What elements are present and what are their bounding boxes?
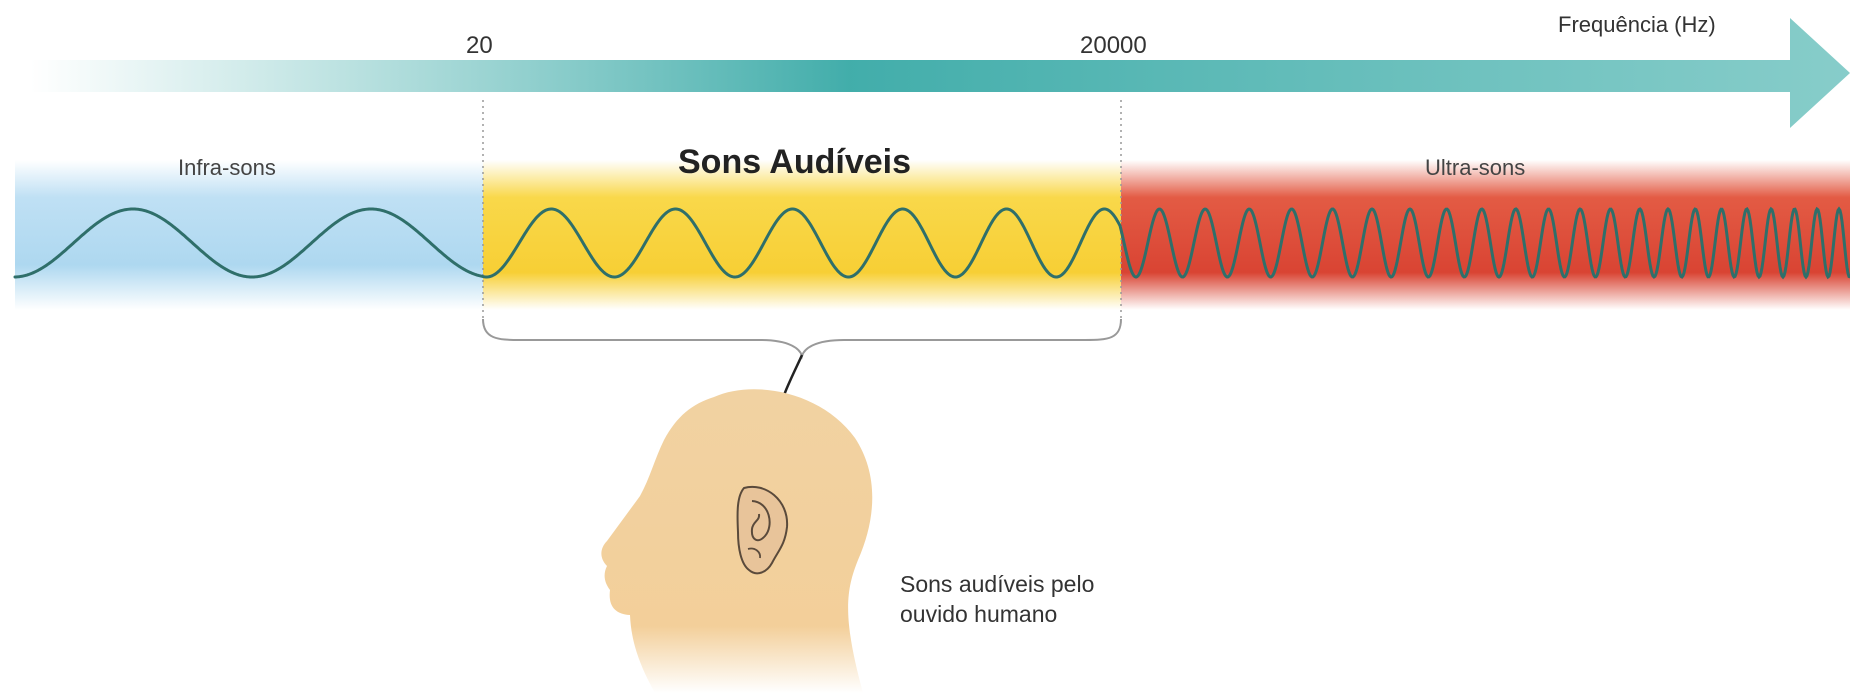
frequency-arrow — [30, 18, 1850, 128]
tick-label-20: 20 — [466, 32, 493, 59]
frequency-axis: Frequência (Hz) 20 20000 — [30, 12, 1850, 128]
audible-sound-band — [483, 160, 1121, 310]
infra-sound-band — [15, 160, 483, 310]
sound-wave — [13, 206, 1850, 280]
caption: Sons audíveis pelo ouvido humano — [900, 571, 1094, 627]
caption-line-2: ouvido humano — [900, 601, 1057, 627]
ear-icon — [736, 485, 789, 575]
audible-sound-label: Sons Audíveis — [678, 143, 911, 181]
infra-sound-label: Infra-sons — [178, 155, 276, 180]
frequency-band: Infra-sons Sons Audíveis Ultra-sons — [13, 100, 1850, 320]
ultrasound-label: Ultra-sons — [1425, 155, 1525, 180]
tick-label-20000: 20000 — [1080, 32, 1147, 59]
axis-label: Frequência (Hz) — [1558, 12, 1716, 37]
range-bracket — [482, 318, 1122, 360]
head-icon — [601, 389, 873, 693]
ultrasound-band — [1121, 160, 1850, 310]
human-head-illustration — [601, 389, 873, 693]
caption-line-1: Sons audíveis pelo — [900, 571, 1094, 597]
